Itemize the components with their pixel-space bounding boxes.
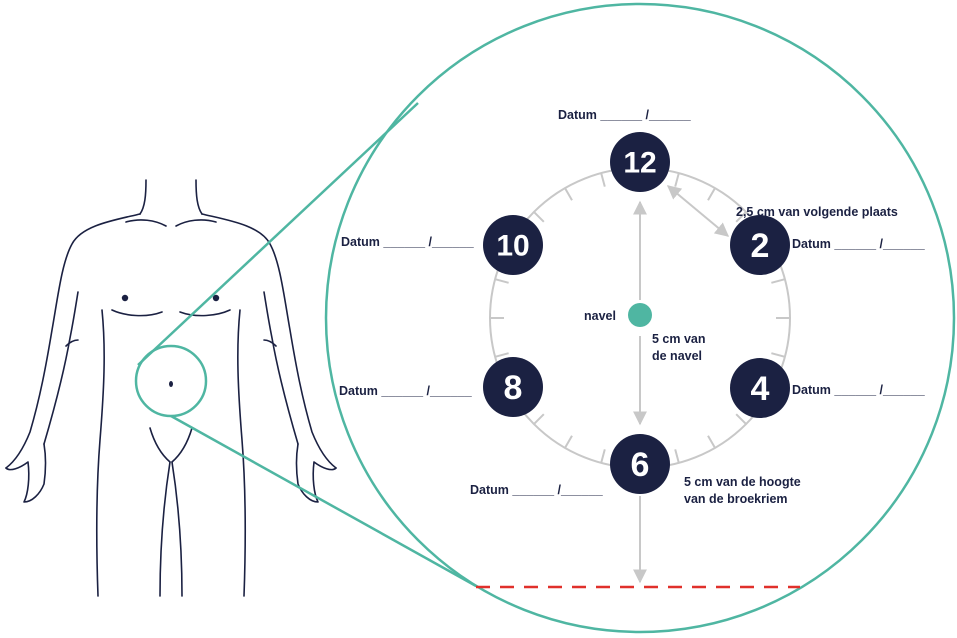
chest-right (180, 310, 230, 316)
left-inner-leg (160, 462, 170, 596)
clock-tick (736, 414, 746, 424)
clock-tick (708, 436, 715, 448)
connector-bottom (171, 416, 476, 586)
from-navel-label-line1: 5 cm van (652, 332, 706, 346)
clock-tick (771, 279, 785, 283)
chest-left (112, 310, 162, 316)
clock-tick (565, 188, 572, 200)
clock-tick (601, 173, 605, 187)
site-6: 6 Datum ______ /______ (470, 434, 670, 497)
right-inner-arm (264, 292, 298, 444)
waistband-label-line1: 5 cm van de hoogte (684, 475, 801, 489)
site-8-number: 8 (504, 369, 523, 407)
collar-left (126, 220, 166, 226)
clock-tick (675, 449, 679, 463)
site-4-number: 4 (751, 370, 770, 408)
clock-tick (495, 279, 509, 283)
clock-tick (495, 353, 509, 357)
site-8-date: Datum ______ /______ (339, 384, 473, 398)
left-nipple (122, 295, 128, 301)
clock-tick (534, 414, 544, 424)
navel-dot (628, 303, 652, 327)
site-2: 2 Datum ______ /______ (730, 215, 926, 275)
site-10: 10 Datum ______ /______ (341, 215, 543, 275)
site-4: 4 Datum ______ /______ (730, 358, 926, 418)
distance-next-site-label: 2,5 cm van volgende plaats (736, 205, 898, 219)
clock-tick (565, 436, 572, 448)
site-12: 12 Datum ______ /______ (558, 108, 692, 192)
clock-tick (771, 353, 785, 357)
site-6-date: Datum ______ /______ (470, 483, 604, 497)
right-hand (297, 444, 337, 502)
belly-button (169, 381, 173, 387)
site-10-date: Datum ______ /______ (341, 235, 475, 249)
site-12-date: Datum ______ /______ (558, 108, 692, 122)
neck-left (140, 180, 146, 214)
left-hand (6, 444, 46, 502)
groin-line-right (172, 428, 192, 462)
body-outline (6, 180, 336, 596)
site-2-date: Datum ______ /______ (792, 237, 926, 251)
armpit-right (264, 340, 276, 346)
right-inner-leg (172, 462, 182, 596)
clock-tick (534, 212, 544, 222)
armpit-left (66, 340, 78, 346)
zoom-callout (136, 4, 954, 632)
left-inner-arm (44, 292, 78, 444)
left-torso-side (97, 310, 104, 596)
site-2-number: 2 (751, 227, 770, 265)
neck-right (196, 180, 202, 214)
clock-tick (601, 449, 605, 463)
clock-tick (675, 173, 679, 187)
site-8: 8 Datum ______ /______ (339, 357, 543, 417)
waistband-label-line2: van de broekriem (684, 492, 788, 506)
site-6-number: 6 (631, 446, 650, 484)
distance-arrows (640, 186, 728, 582)
site-4-date: Datum ______ /______ (792, 383, 926, 397)
groin-line-left (150, 428, 170, 462)
site-12-number: 12 (623, 147, 656, 180)
clock-tick (708, 188, 715, 200)
arrow-12-to-2 (668, 186, 728, 236)
from-navel-label-line2: de navel (652, 349, 702, 363)
collar-right (176, 220, 216, 226)
connector-top (138, 103, 418, 365)
site-10-number: 10 (496, 230, 529, 263)
navel-label: navel (584, 309, 616, 323)
